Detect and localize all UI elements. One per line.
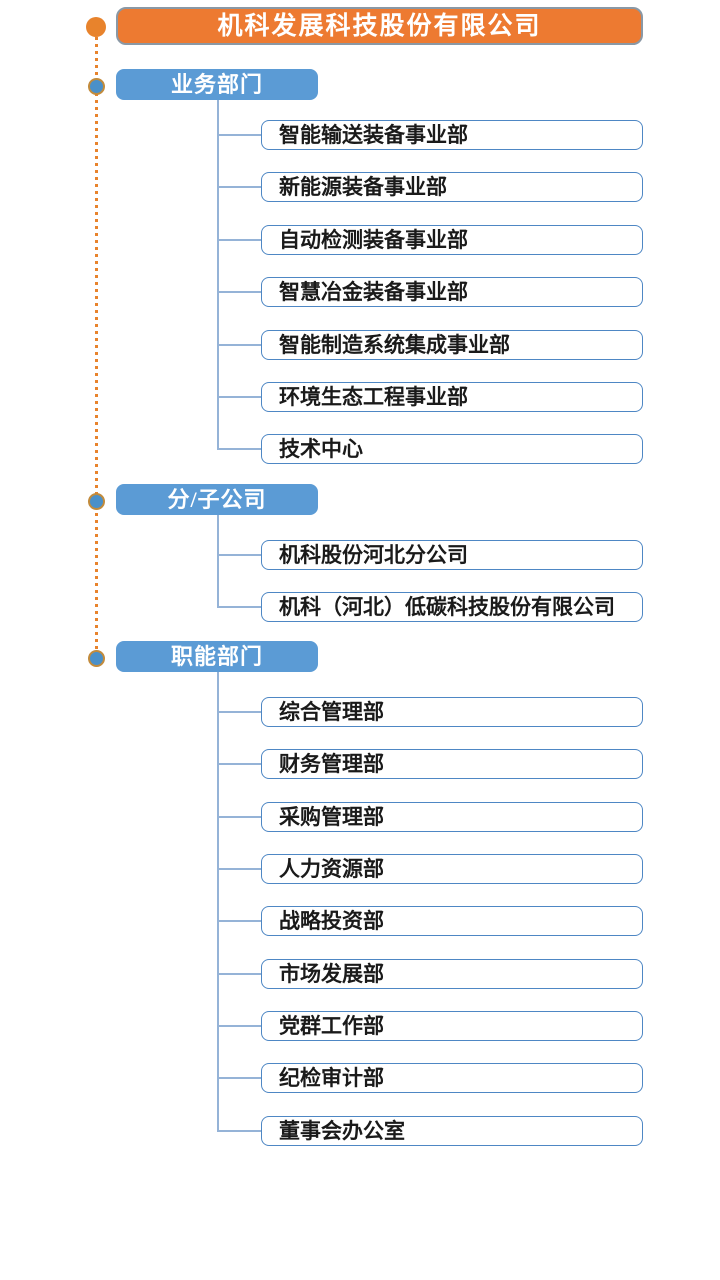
item-label: 战略投资部 xyxy=(279,908,384,933)
section-connector-functional xyxy=(217,672,219,1132)
functional-item[interactable]: 市场发展部 xyxy=(261,959,643,989)
item-label: 智能制造系统集成事业部 xyxy=(279,332,510,357)
item-label: 董事会办公室 xyxy=(279,1118,405,1143)
functional-item[interactable]: 党群工作部 xyxy=(261,1011,643,1041)
item-label: 采购管理部 xyxy=(279,804,384,829)
item-connector xyxy=(217,186,261,188)
root-node-dot xyxy=(86,17,106,37)
item-connector xyxy=(217,973,261,975)
functional-item[interactable]: 综合管理部 xyxy=(261,697,643,727)
section-header-business[interactable]: 业务部门 xyxy=(116,69,318,100)
item-connector xyxy=(217,134,261,136)
item-connector xyxy=(217,1130,261,1132)
business-item[interactable]: 智能制造系统集成事业部 xyxy=(261,330,643,360)
item-connector xyxy=(217,344,261,346)
trunk-dotted-line xyxy=(95,30,98,658)
section-dot-functional xyxy=(88,650,105,667)
business-item[interactable]: 技术中心 xyxy=(261,434,643,464)
functional-item[interactable]: 财务管理部 xyxy=(261,749,643,779)
functional-item[interactable]: 采购管理部 xyxy=(261,802,643,832)
item-label: 综合管理部 xyxy=(279,699,384,724)
business-item[interactable]: 智能输送装备事业部 xyxy=(261,120,643,150)
item-label: 技术中心 xyxy=(279,436,363,461)
item-connector xyxy=(217,816,261,818)
business-item[interactable]: 环境生态工程事业部 xyxy=(261,382,643,412)
business-item[interactable]: 新能源装备事业部 xyxy=(261,172,643,202)
item-connector xyxy=(217,396,261,398)
functional-item[interactable]: 纪检审计部 xyxy=(261,1063,643,1093)
section-connector-subsidiaries xyxy=(217,515,219,608)
section-connector-business xyxy=(217,100,219,450)
item-connector xyxy=(217,1025,261,1027)
company-root-node[interactable]: 机科发展科技股份有限公司 xyxy=(116,7,643,45)
item-label: 新能源装备事业部 xyxy=(279,174,447,199)
item-connector xyxy=(217,239,261,241)
item-label: 智慧冶金装备事业部 xyxy=(279,279,468,304)
section-dot-business xyxy=(88,78,105,95)
business-item[interactable]: 智慧冶金装备事业部 xyxy=(261,277,643,307)
item-connector xyxy=(217,606,261,608)
item-connector xyxy=(217,763,261,765)
business-item[interactable]: 自动检测装备事业部 xyxy=(261,225,643,255)
section-label: 业务部门 xyxy=(170,71,263,97)
section-label: 职能部门 xyxy=(170,643,263,669)
item-connector xyxy=(217,554,261,556)
section-label: 分/子公司 xyxy=(167,486,267,512)
functional-item[interactable]: 人力资源部 xyxy=(261,854,643,884)
item-connector xyxy=(217,920,261,922)
item-label: 机科（河北）低碳科技股份有限公司 xyxy=(279,594,615,619)
item-connector xyxy=(217,1077,261,1079)
section-header-subsidiaries[interactable]: 分/子公司 xyxy=(116,484,318,515)
subsidiary-item[interactable]: 机科（河北）低碳科技股份有限公司 xyxy=(261,592,643,622)
item-connector xyxy=(217,711,261,713)
item-connector xyxy=(217,448,261,450)
section-header-functional[interactable]: 职能部门 xyxy=(116,641,318,672)
item-label: 纪检审计部 xyxy=(279,1065,384,1090)
item-label: 财务管理部 xyxy=(279,751,384,776)
item-label: 人力资源部 xyxy=(279,856,384,881)
section-dot-subsidiaries xyxy=(88,493,105,510)
item-connector xyxy=(217,868,261,870)
item-label: 机科股份河北分公司 xyxy=(279,542,468,567)
subsidiary-item[interactable]: 机科股份河北分公司 xyxy=(261,540,643,570)
item-label: 党群工作部 xyxy=(279,1013,384,1038)
company-name: 机科发展科技股份有限公司 xyxy=(217,12,542,40)
item-label: 市场发展部 xyxy=(279,961,384,986)
functional-item[interactable]: 战略投资部 xyxy=(261,906,643,936)
item-label: 智能输送装备事业部 xyxy=(279,122,468,147)
item-connector xyxy=(217,291,261,293)
item-label: 环境生态工程事业部 xyxy=(279,384,468,409)
functional-item[interactable]: 董事会办公室 xyxy=(261,1116,643,1146)
item-label: 自动检测装备事业部 xyxy=(279,227,468,252)
